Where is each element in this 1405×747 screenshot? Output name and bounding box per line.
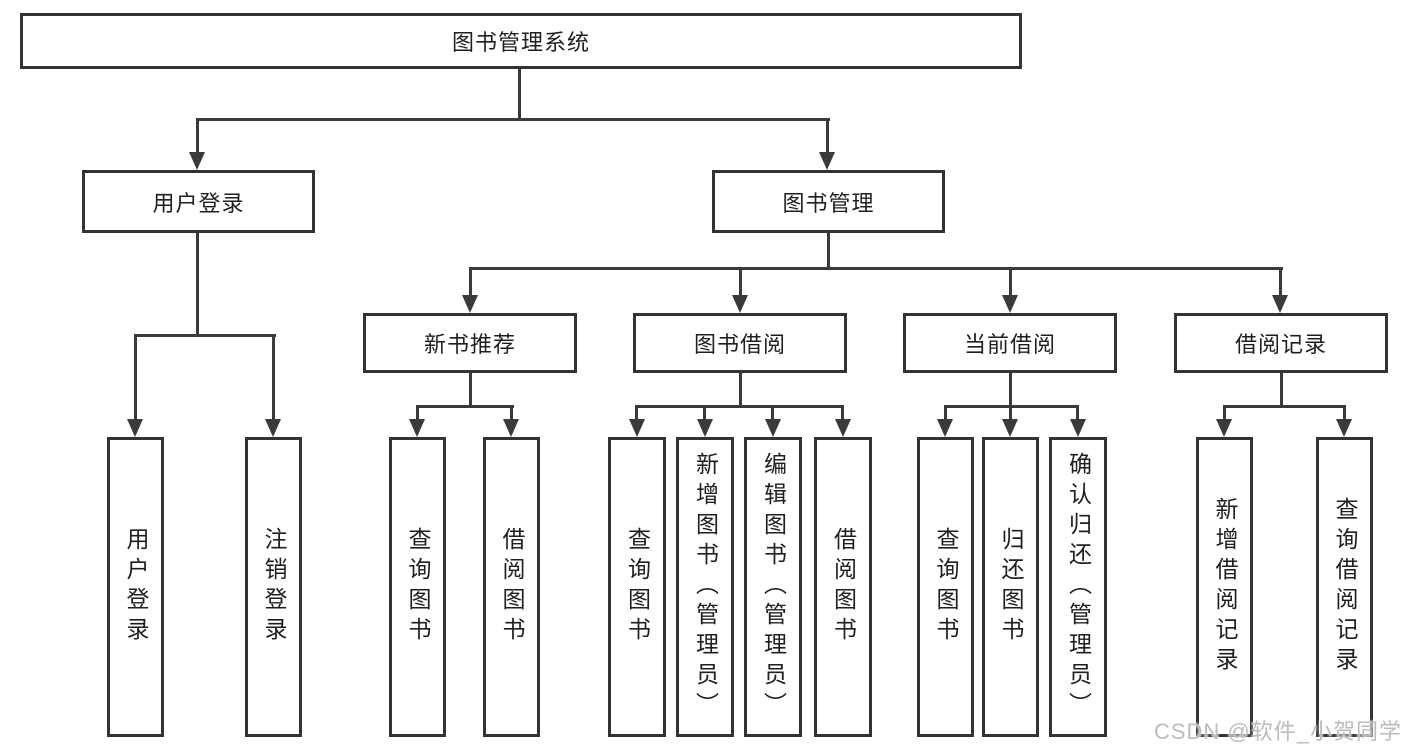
connector-line <box>739 373 742 408</box>
node-book-management: 图书管理 <box>712 170 945 233</box>
arrow-down-icon <box>189 152 205 170</box>
node-new-book-recommend: 新书推荐 <box>363 313 577 373</box>
arrow-down-icon <box>1336 419 1352 437</box>
connector-line <box>1009 373 1012 408</box>
connector-line <box>196 118 830 121</box>
leaf-user-login: 用户登录 <box>107 437 164 737</box>
arrow-down-icon <box>732 295 748 313</box>
connector-line <box>196 118 199 152</box>
connector-line <box>416 405 419 419</box>
arrow-down-icon <box>937 419 953 437</box>
connector-line <box>510 405 513 419</box>
node-borrowing-records: 借阅记录 <box>1174 313 1388 373</box>
connector-line <box>469 267 472 295</box>
connector-line <box>469 373 472 408</box>
connector-line <box>1279 267 1282 295</box>
connector-line <box>1223 405 1226 419</box>
arrow-down-icon <box>1070 419 1086 437</box>
arrow-down-icon <box>835 419 851 437</box>
connector-line <box>739 267 742 295</box>
leaf-label: 新增借阅记录 <box>1212 497 1238 677</box>
arrow-down-icon <box>1002 295 1018 313</box>
node-current-borrowing: 当前借阅 <box>903 313 1117 373</box>
watermark-text: CSDN @软件_小贺同学 <box>1153 719 1402 744</box>
connector-line <box>635 405 638 419</box>
connector-line <box>1009 405 1012 419</box>
connector-line <box>826 118 829 152</box>
connector-line <box>134 334 276 337</box>
leaf-confirm-return-admin: 确认归还（管理员） <box>1049 437 1107 737</box>
connector-line <box>944 405 947 419</box>
leaf-label: 新增图书（管理员） <box>692 452 719 722</box>
arrow-down-icon <box>629 419 645 437</box>
leaf-label: 查询图书 <box>405 527 431 647</box>
connector-line <box>635 405 844 408</box>
connector-line <box>1009 267 1012 295</box>
leaf-label: 用户登录 <box>123 527 149 647</box>
connector-line <box>196 233 199 337</box>
leaf-add-borrow-record: 新增借阅记录 <box>1196 437 1253 737</box>
connector-line <box>841 405 844 419</box>
leaf-borrow-books-2: 借阅图书 <box>814 437 872 737</box>
leaf-query-books-2: 查询图书 <box>608 437 666 737</box>
arrow-down-icon <box>1002 419 1018 437</box>
connector-line <box>272 334 275 419</box>
connector-line <box>1280 373 1283 408</box>
connector-line <box>469 267 1283 270</box>
leaf-logout: 注销登录 <box>245 437 302 737</box>
leaf-label: 注销登录 <box>261 527 287 647</box>
connector-line <box>1076 405 1079 419</box>
arrow-down-icon <box>503 419 519 437</box>
leaf-borrow-books-1: 借阅图书 <box>483 437 540 737</box>
connector-line <box>416 405 514 408</box>
leaf-label: 借阅图书 <box>830 527 857 647</box>
leaf-return-books: 归还图书 <box>982 437 1039 737</box>
leaf-add-book-admin: 新增图书（管理员） <box>676 437 734 737</box>
arrow-down-icon <box>265 419 281 437</box>
arrow-down-icon <box>1216 419 1232 437</box>
leaf-label: 确认归还（管理员） <box>1065 452 1092 722</box>
leaf-query-books-1: 查询图书 <box>389 437 446 737</box>
leaf-label: 查询借阅记录 <box>1332 497 1358 677</box>
arrow-down-icon <box>409 419 425 437</box>
node-user-login: 用户登录 <box>82 170 315 233</box>
arrow-down-icon <box>127 419 143 437</box>
connector-line <box>771 405 774 419</box>
arrow-down-icon <box>765 419 781 437</box>
connector-line <box>1343 405 1346 419</box>
arrow-down-icon <box>697 419 713 437</box>
leaf-label: 编辑图书（管理员） <box>760 452 787 722</box>
arrow-down-icon <box>819 152 835 170</box>
leaf-query-books-3: 查询图书 <box>917 437 974 737</box>
connector-line <box>827 233 830 270</box>
arrow-down-icon <box>462 295 478 313</box>
leaf-label: 借阅图书 <box>499 527 525 647</box>
leaf-query-borrow-record: 查询借阅记录 <box>1316 437 1373 737</box>
node-book-borrowing: 图书借阅 <box>633 313 847 373</box>
leaf-label: 查询图书 <box>624 527 651 647</box>
leaf-label: 归还图书 <box>998 527 1024 647</box>
connector-line <box>703 405 706 419</box>
leaf-edit-book-admin: 编辑图书（管理员） <box>744 437 802 737</box>
connector-line <box>518 69 521 120</box>
node-book-management-system: 图书管理系统 <box>20 13 1022 69</box>
arrow-down-icon <box>1272 295 1288 313</box>
connector-line <box>134 334 137 419</box>
leaf-label: 查询图书 <box>933 527 959 647</box>
connector-line <box>1223 405 1346 408</box>
